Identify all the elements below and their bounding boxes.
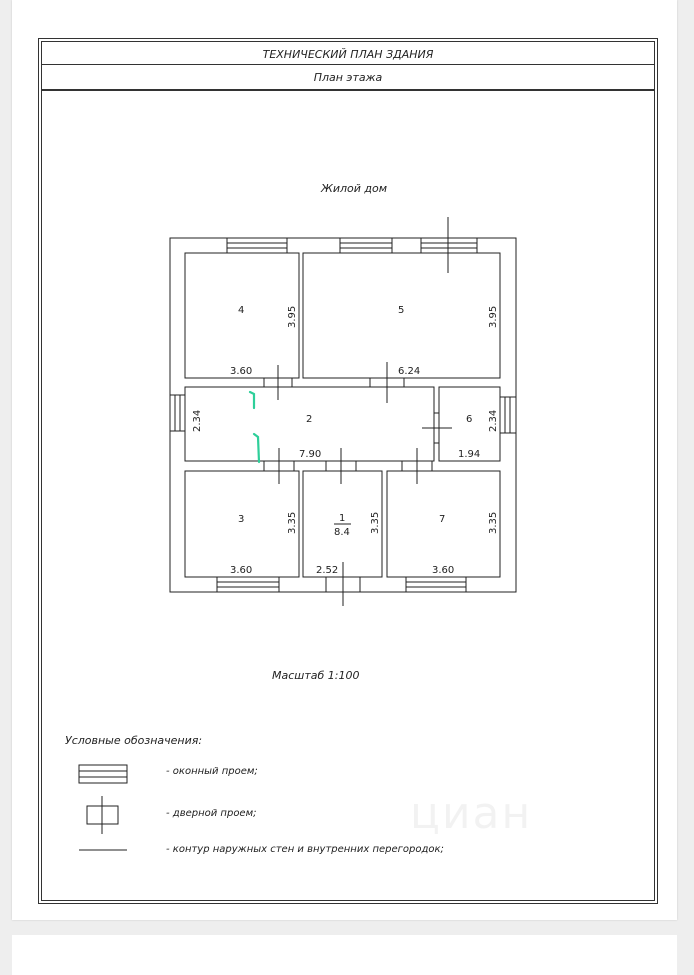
legend-title: Условные обозначения: (65, 734, 203, 747)
room-7-height: 3.35 (488, 512, 499, 534)
door-entrance (325, 562, 361, 606)
door-room1 (325, 448, 357, 484)
annotation-marks (248, 390, 261, 464)
legend-wall-text: - контур наружных стен и внутренних пере… (166, 844, 444, 855)
door-room5 (369, 362, 405, 403)
annotation-mark-1 (248, 390, 256, 410)
watermark-text: циан (410, 788, 533, 839)
room-4-number: 4 (238, 305, 244, 316)
door-room3 (263, 448, 295, 484)
room-6-height: 2.34 (488, 410, 499, 432)
door-room6 (422, 412, 452, 444)
legend-symbols (78, 764, 128, 851)
window-bottom-room7 (405, 576, 467, 593)
room-5-width: 6.24 (398, 366, 420, 377)
building-label: Жилой дом (321, 182, 388, 195)
scale-label: Масштаб 1:100 (272, 669, 360, 682)
drawing-frame-inner (41, 41, 655, 901)
header-divider (41, 88, 655, 91)
room-5-height: 3.95 (488, 306, 499, 328)
room-7-number: 7 (439, 514, 445, 525)
room-1-height: 3.35 (370, 512, 381, 534)
annotation-mark-2 (252, 432, 261, 464)
room-3-height: 3.35 (287, 512, 298, 534)
room-labels: 4 3.60 3.95 5 6.24 3.95 2 7.90 2.34 6 1.… (192, 305, 499, 576)
room-2-height: 2.34 (192, 410, 203, 432)
window-top-room4 (226, 237, 288, 254)
window-top-room5-a (339, 237, 393, 254)
legend-window-text: - оконный проем; (166, 766, 258, 777)
door-room7 (401, 448, 433, 484)
legend-door-icon (86, 796, 119, 834)
room-1-number: 1 (339, 513, 345, 524)
room-5-number: 5 (398, 305, 404, 316)
room-2-number: 2 (306, 414, 312, 425)
window-right-room6 (499, 396, 517, 434)
document-title: ТЕХНИЧЕСКИЙ ПЛАН ЗДАНИЯ (41, 41, 655, 65)
drawing-frame-outer (38, 38, 658, 904)
room-6-number: 6 (466, 414, 472, 425)
room-3-width: 3.60 (230, 565, 252, 576)
outer-walls (169, 237, 517, 593)
window-bottom-room3 (216, 576, 280, 593)
room-1-width: 2.52 (316, 565, 338, 576)
room-7-width: 3.60 (432, 565, 454, 576)
room-1-area: 8.4 (334, 527, 350, 538)
windows (169, 237, 517, 593)
room-6-width: 1.94 (458, 449, 480, 460)
door-room4 (263, 365, 293, 400)
document-subtitle: План этажа (41, 65, 655, 90)
room-2-width: 7.90 (299, 449, 321, 460)
legend-door-text: - дверной проем; (166, 808, 257, 819)
window-top-room5-b (420, 237, 478, 254)
legend-window-icon (78, 764, 128, 784)
room-4-height: 3.95 (287, 306, 298, 328)
room-3-number: 3 (238, 514, 244, 525)
room-4-width: 3.60 (230, 366, 252, 377)
doors (263, 217, 452, 606)
window-left-room2 (169, 394, 186, 432)
